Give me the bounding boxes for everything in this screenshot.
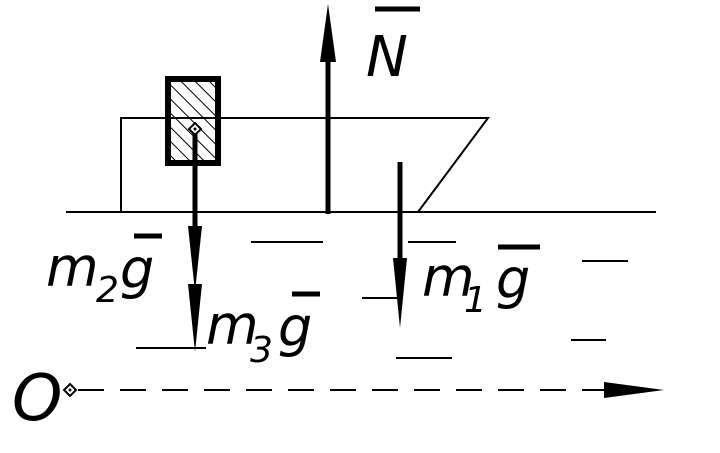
gravity-arrow-m3 <box>188 284 202 352</box>
gravity-arrow-m1 <box>393 162 407 328</box>
gravity-m3-label: m 3 g <box>206 294 312 371</box>
normal-force-arrow <box>320 4 336 214</box>
svg-text:2: 2 <box>96 270 119 311</box>
gravity-m2-label: m 2 g <box>46 236 154 311</box>
svg-text:m: m <box>206 294 259 357</box>
x-axis <box>78 382 664 398</box>
vector-overlines <box>134 6 540 297</box>
svg-text:g: g <box>496 248 530 311</box>
normal-force-label: N <box>366 25 408 90</box>
gravity-m1-label: m 1 g <box>422 246 530 321</box>
origin-label: O <box>12 362 62 436</box>
svg-text:g: g <box>278 296 312 359</box>
svg-text:1: 1 <box>464 280 487 321</box>
svg-text:3: 3 <box>250 330 273 371</box>
water-wave-dashes <box>136 241 628 359</box>
svg-text:m: m <box>422 246 475 309</box>
svg-text:g: g <box>120 238 154 301</box>
origin-marker <box>62 382 78 398</box>
gravity-arrow-m2 <box>188 133 202 292</box>
boat-hull <box>120 117 490 213</box>
svg-text:m: m <box>46 236 99 299</box>
